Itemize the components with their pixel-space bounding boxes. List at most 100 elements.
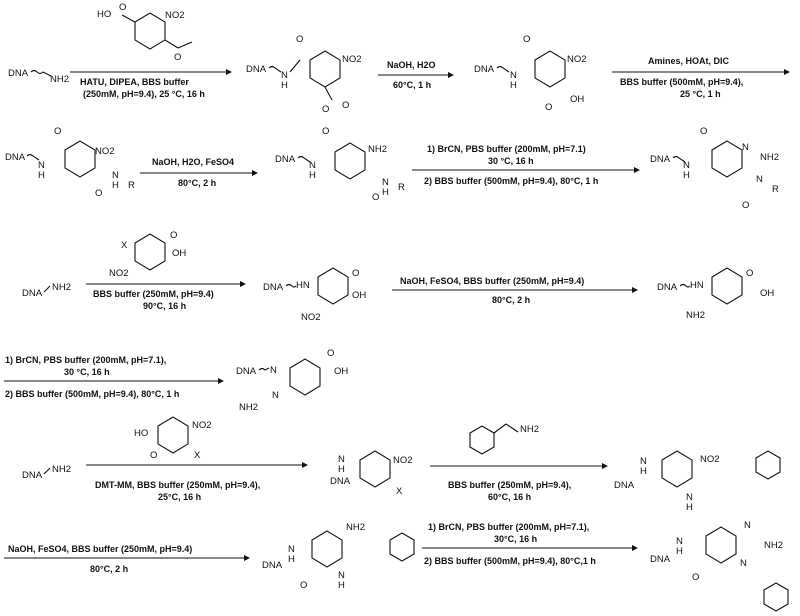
svg-text:OH: OH bbox=[570, 94, 584, 105]
arrowhead-6 bbox=[240, 281, 246, 287]
svg-text:N: N bbox=[676, 536, 683, 547]
svg-text:NO2: NO2 bbox=[342, 54, 362, 65]
svg-text:NO2: NO2 bbox=[567, 54, 587, 65]
svg-text:H: H bbox=[382, 187, 389, 198]
svg-text:DNA: DNA bbox=[8, 68, 29, 79]
svg-text:NH2: NH2 bbox=[760, 152, 779, 163]
svg-text:R: R bbox=[128, 180, 135, 191]
svg-text:H: H bbox=[288, 554, 295, 565]
svg-text:NH2: NH2 bbox=[50, 74, 69, 85]
svg-text:OH: OH bbox=[334, 366, 348, 377]
svg-text:N: N bbox=[112, 170, 119, 181]
svg-text:N: N bbox=[686, 492, 693, 503]
nitroaryl-amide: N H DNA NO2 X bbox=[330, 450, 413, 497]
svg-text:HATU, DIPEA, BBS buffer: HATU, DIPEA, BBS buffer bbox=[80, 77, 189, 87]
svg-text:90°C, 16 h: 90°C, 16 h bbox=[143, 301, 186, 311]
dna-amine-start-3: DNA NH2 bbox=[22, 464, 71, 481]
arrowhead-7 bbox=[632, 287, 638, 293]
svg-text:N: N bbox=[338, 454, 345, 465]
svg-text:DNA: DNA bbox=[650, 554, 671, 565]
svg-text:60°C, 1 h: 60°C, 1 h bbox=[393, 80, 431, 90]
arrowhead-5 bbox=[634, 167, 640, 173]
svg-text:1) BrCN, PBS buffer (200mM, pH: 1) BrCN, PBS buffer (200mM, pH=7.1) bbox=[427, 144, 586, 154]
svg-text:BBS buffer (500mM, pH=9.4),: BBS buffer (500mM, pH=9.4), bbox=[620, 77, 743, 87]
svg-text:N: N bbox=[272, 390, 279, 401]
svg-text:30 °C, 16 h: 30 °C, 16 h bbox=[64, 367, 110, 377]
reaction-8: 1) BrCN, PBS buffer (200mM, pH=7.1), 30 … bbox=[4, 355, 224, 399]
svg-text:X: X bbox=[396, 486, 403, 497]
svg-text:NH2: NH2 bbox=[52, 282, 71, 293]
svg-text:X: X bbox=[121, 240, 128, 251]
row-5: DNA NH2 HO NO2 O X DMT-MM, BBS buffer (2… bbox=[22, 416, 781, 513]
svg-text:O: O bbox=[746, 268, 753, 279]
amide-nitro-acid: DNA N H O NO2 O OH bbox=[474, 34, 587, 113]
svg-text:80°C, 2 h: 80°C, 2 h bbox=[492, 295, 530, 305]
svg-text:O: O bbox=[742, 200, 749, 211]
arrowhead-4 bbox=[252, 170, 258, 176]
svg-text:OH: OH bbox=[172, 248, 186, 259]
svg-text:OH: OH bbox=[352, 290, 366, 301]
svg-text:60°C, 16 h: 60°C, 16 h bbox=[488, 492, 531, 502]
svg-text:2) BBS buffer (500mM, pH=9.4),: 2) BBS buffer (500mM, pH=9.4), 80°C, 1 h bbox=[424, 176, 598, 186]
svg-text:DNA: DNA bbox=[5, 152, 26, 163]
row-1: DNA NH2 H O O NO2 O HATU, DIPEA, BBS buff… bbox=[8, 2, 790, 115]
svg-text:DNA: DNA bbox=[263, 282, 284, 293]
reaction-6: BBS buffer (250mM, pH=9.4) 90°C, 16 h bbox=[86, 281, 246, 311]
svg-text:NH2: NH2 bbox=[368, 144, 387, 155]
svg-text:NO2: NO2 bbox=[109, 268, 129, 279]
svg-text:DNA: DNA bbox=[236, 366, 257, 377]
arrowhead-11 bbox=[244, 555, 250, 561]
svg-text:NH2: NH2 bbox=[520, 424, 539, 435]
svg-text:NaOH, FeSO4, BBS buffer (250mM: NaOH, FeSO4, BBS buffer (250mM, pH=9.4) bbox=[8, 544, 192, 554]
svg-text:H: H bbox=[683, 170, 690, 181]
svg-text:O: O bbox=[327, 348, 334, 359]
svg-text:H: H bbox=[38, 170, 45, 181]
svg-text:HO: HO bbox=[134, 428, 148, 439]
svg-text:H: H bbox=[112, 180, 119, 191]
svg-text:NaOH, H2O, FeSO4: NaOH, H2O, FeSO4 bbox=[152, 157, 234, 167]
svg-text:NO2: NO2 bbox=[192, 420, 212, 431]
row-4: 1) BrCN, PBS buffer (200mM, pH=7.1), 30 … bbox=[4, 348, 348, 413]
dna-amine-start-2: DNA NH2 bbox=[22, 282, 71, 299]
reaction-1: HATU, DIPEA, BBS buffer (250mM, pH=9.4),… bbox=[70, 69, 232, 99]
svg-text:BBS buffer (250mM, pH=9.4): BBS buffer (250mM, pH=9.4) bbox=[93, 289, 214, 299]
arrowhead-9 bbox=[302, 462, 308, 468]
svg-text:DNA: DNA bbox=[275, 154, 296, 165]
svg-text:H: H bbox=[510, 80, 517, 91]
svg-text:N: N bbox=[510, 70, 517, 81]
svg-text:H: H bbox=[281, 80, 288, 91]
svg-text:DNA: DNA bbox=[22, 288, 43, 299]
nitroaniline-acid: DNA HN O OH NO2 bbox=[263, 267, 366, 323]
reagent-halonitrobenzoic-acid-2: HO NO2 O X bbox=[134, 416, 212, 461]
svg-text:O: O bbox=[372, 192, 379, 203]
arrowhead-10 bbox=[602, 463, 608, 469]
svg-text:Amines, HOAt, DIC: Amines, HOAt, DIC bbox=[648, 56, 730, 66]
svg-text:O: O bbox=[700, 126, 707, 137]
svg-text:O: O bbox=[119, 2, 126, 13]
svg-text:O: O bbox=[170, 230, 177, 241]
svg-text:25°C, 16 h: 25°C, 16 h bbox=[158, 492, 201, 502]
svg-text:H: H bbox=[338, 464, 345, 475]
amino-phenethylamine-amide: N H DNA NH2 O N H bbox=[262, 522, 415, 591]
dna-amine-start: DNA NH2 bbox=[8, 68, 69, 85]
row-2: DNA N H O NO2 O N H R NaOH, H2O, FeSO4 8… bbox=[5, 126, 779, 211]
svg-text:NH2: NH2 bbox=[52, 464, 71, 475]
reaction-3: Amines, HOAt, DIC BBS buffer (500mM, pH=… bbox=[612, 56, 790, 99]
svg-text:O: O bbox=[322, 126, 329, 137]
svg-text:2) BBS buffer (500mM, pH=9.4),: 2) BBS buffer (500mM, pH=9.4), 80°C, 1 h bbox=[5, 389, 179, 399]
row-6: NaOH, FeSO4, BBS buffer (250mM, pH=9.4) … bbox=[4, 520, 789, 612]
svg-text:DNA: DNA bbox=[246, 64, 267, 75]
svg-text:O: O bbox=[342, 100, 349, 111]
aminobenzimidazole-amide-product: N H DNA N NH2 N O bbox=[650, 520, 789, 612]
svg-text:O: O bbox=[523, 34, 530, 45]
svg-text:O: O bbox=[322, 104, 329, 115]
svg-text:O: O bbox=[174, 52, 181, 63]
svg-text:2) BBS buffer (500mM, pH=9.4),: 2) BBS buffer (500mM, pH=9.4), 80°C,1 h bbox=[424, 556, 596, 566]
svg-text:N: N bbox=[742, 142, 749, 153]
svg-text:N: N bbox=[756, 174, 763, 185]
svg-text:N: N bbox=[740, 558, 747, 569]
svg-text:O: O bbox=[692, 572, 699, 583]
svg-text:N: N bbox=[338, 570, 345, 581]
reaction-10: BBS buffer (250mM, pH=9.4), 60°C, 16 h bbox=[430, 463, 608, 502]
